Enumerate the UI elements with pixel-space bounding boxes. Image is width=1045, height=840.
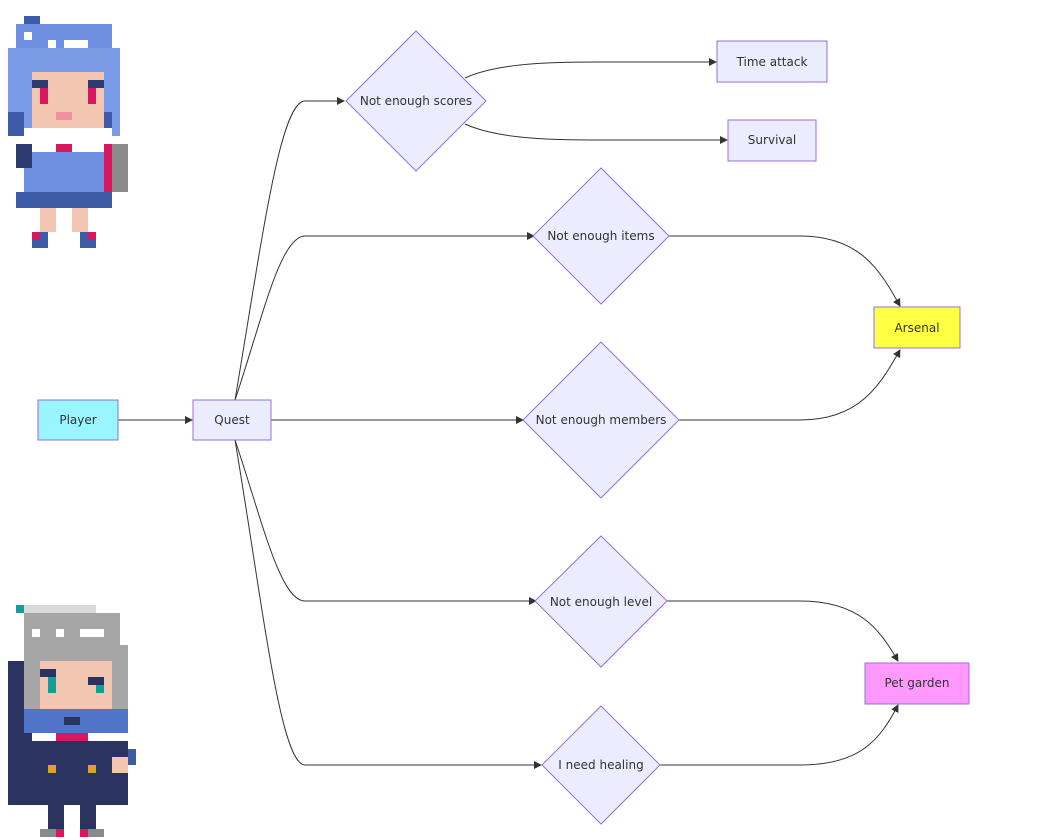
node-not-enough-members-label: Not enough members [535, 413, 667, 427]
edge-quest-healing [234, 439, 542, 769]
blue-haired-pixel-character-icon [8, 16, 128, 248]
node-quest[interactable] [192, 399, 272, 441]
node-quest-label: Quest [214, 413, 250, 427]
edge-level-pet-garden [666, 600, 899, 662]
node-not-enough-scores-label: Not enough scores [359, 94, 473, 108]
node-not-enough-scores[interactable] [345, 30, 487, 172]
node-not-enough-items-label: Not enough items [547, 229, 655, 243]
edges [118, 58, 901, 769]
edge-scores-survival [464, 123, 728, 144]
edge-quest-scores [234, 97, 345, 401]
node-arsenal[interactable] [873, 306, 961, 349]
node-i-need-healing-label: I need healing [558, 758, 644, 772]
node-i-need-healing[interactable] [541, 705, 661, 825]
node-pet-garden-label: Pet garden [884, 676, 950, 690]
nodes [37, 30, 970, 825]
node-not-enough-members[interactable] [522, 341, 680, 499]
node-player-label: Player [59, 413, 97, 427]
edge-quest-items [234, 232, 535, 401]
edge-healing-pet-garden [660, 704, 899, 766]
edge-members-arsenal [679, 349, 901, 421]
node-survival[interactable] [727, 119, 817, 162]
node-time-attack[interactable] [716, 40, 828, 83]
node-survival-label: Survival [747, 133, 797, 147]
edge-scores-time-attack [464, 58, 717, 79]
node-pet-garden[interactable] [864, 662, 970, 705]
silver-haired-pixel-character-icon [8, 605, 136, 837]
node-arsenal-label: Arsenal [894, 321, 940, 335]
node-time-attack-label: Time attack [736, 55, 808, 69]
node-not-enough-items[interactable] [532, 167, 670, 305]
node-not-enough-level[interactable] [534, 535, 668, 668]
edge-quest-level [234, 439, 537, 605]
edge-items-arsenal [668, 235, 901, 307]
node-not-enough-level-label: Not enough level [549, 595, 653, 609]
node-player[interactable] [37, 399, 119, 441]
